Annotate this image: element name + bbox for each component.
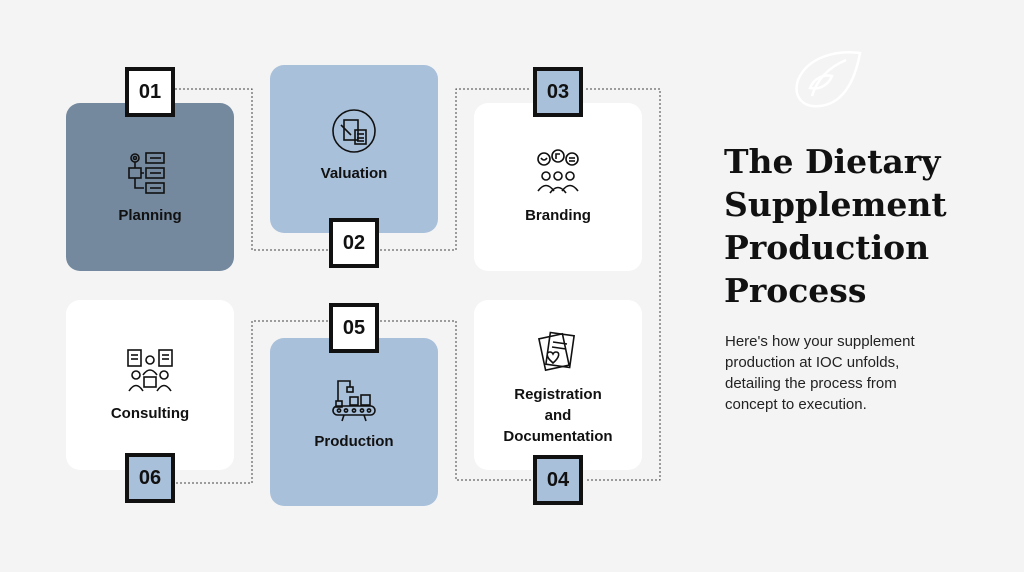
step-label: Valuation [320,164,388,182]
step-number-badge: 06 [125,453,175,503]
planning-list-icon [128,151,165,194]
step-number-badge: 04 [533,455,583,505]
conveyor-robot-icon [332,379,376,421]
step-number-badge: 01 [125,67,175,117]
step-card-planning: Planning [66,103,234,271]
step-number-badge: 02 [329,218,379,268]
page-title: The Dietary Supplement Production Proces… [724,142,947,310]
step-label: Consulting [110,404,190,422]
step-label: Production [314,432,394,450]
leaf-logo-icon [795,51,862,108]
documents-heart-icon [537,331,576,371]
step-label: Planning [118,206,182,224]
step-number-badge: 03 [533,67,583,117]
step-card-consulting: Consulting [66,300,234,470]
audience-feedback-icon [537,148,579,193]
step-number-badge: 05 [329,303,379,353]
meeting-presentation-icon [127,348,173,391]
step-card-branding: Branding [474,103,642,271]
step-card-valuation: Valuation [270,65,438,233]
document-calculator-icon [332,108,376,153]
step-card-production: Production [270,338,438,506]
page-description: Here's how your supplement production at… [725,333,915,413]
step-label: Branding [525,206,591,224]
step-label: Registration and Documentation [503,385,613,445]
step-card-registration: Registration and Documentation [474,300,642,470]
